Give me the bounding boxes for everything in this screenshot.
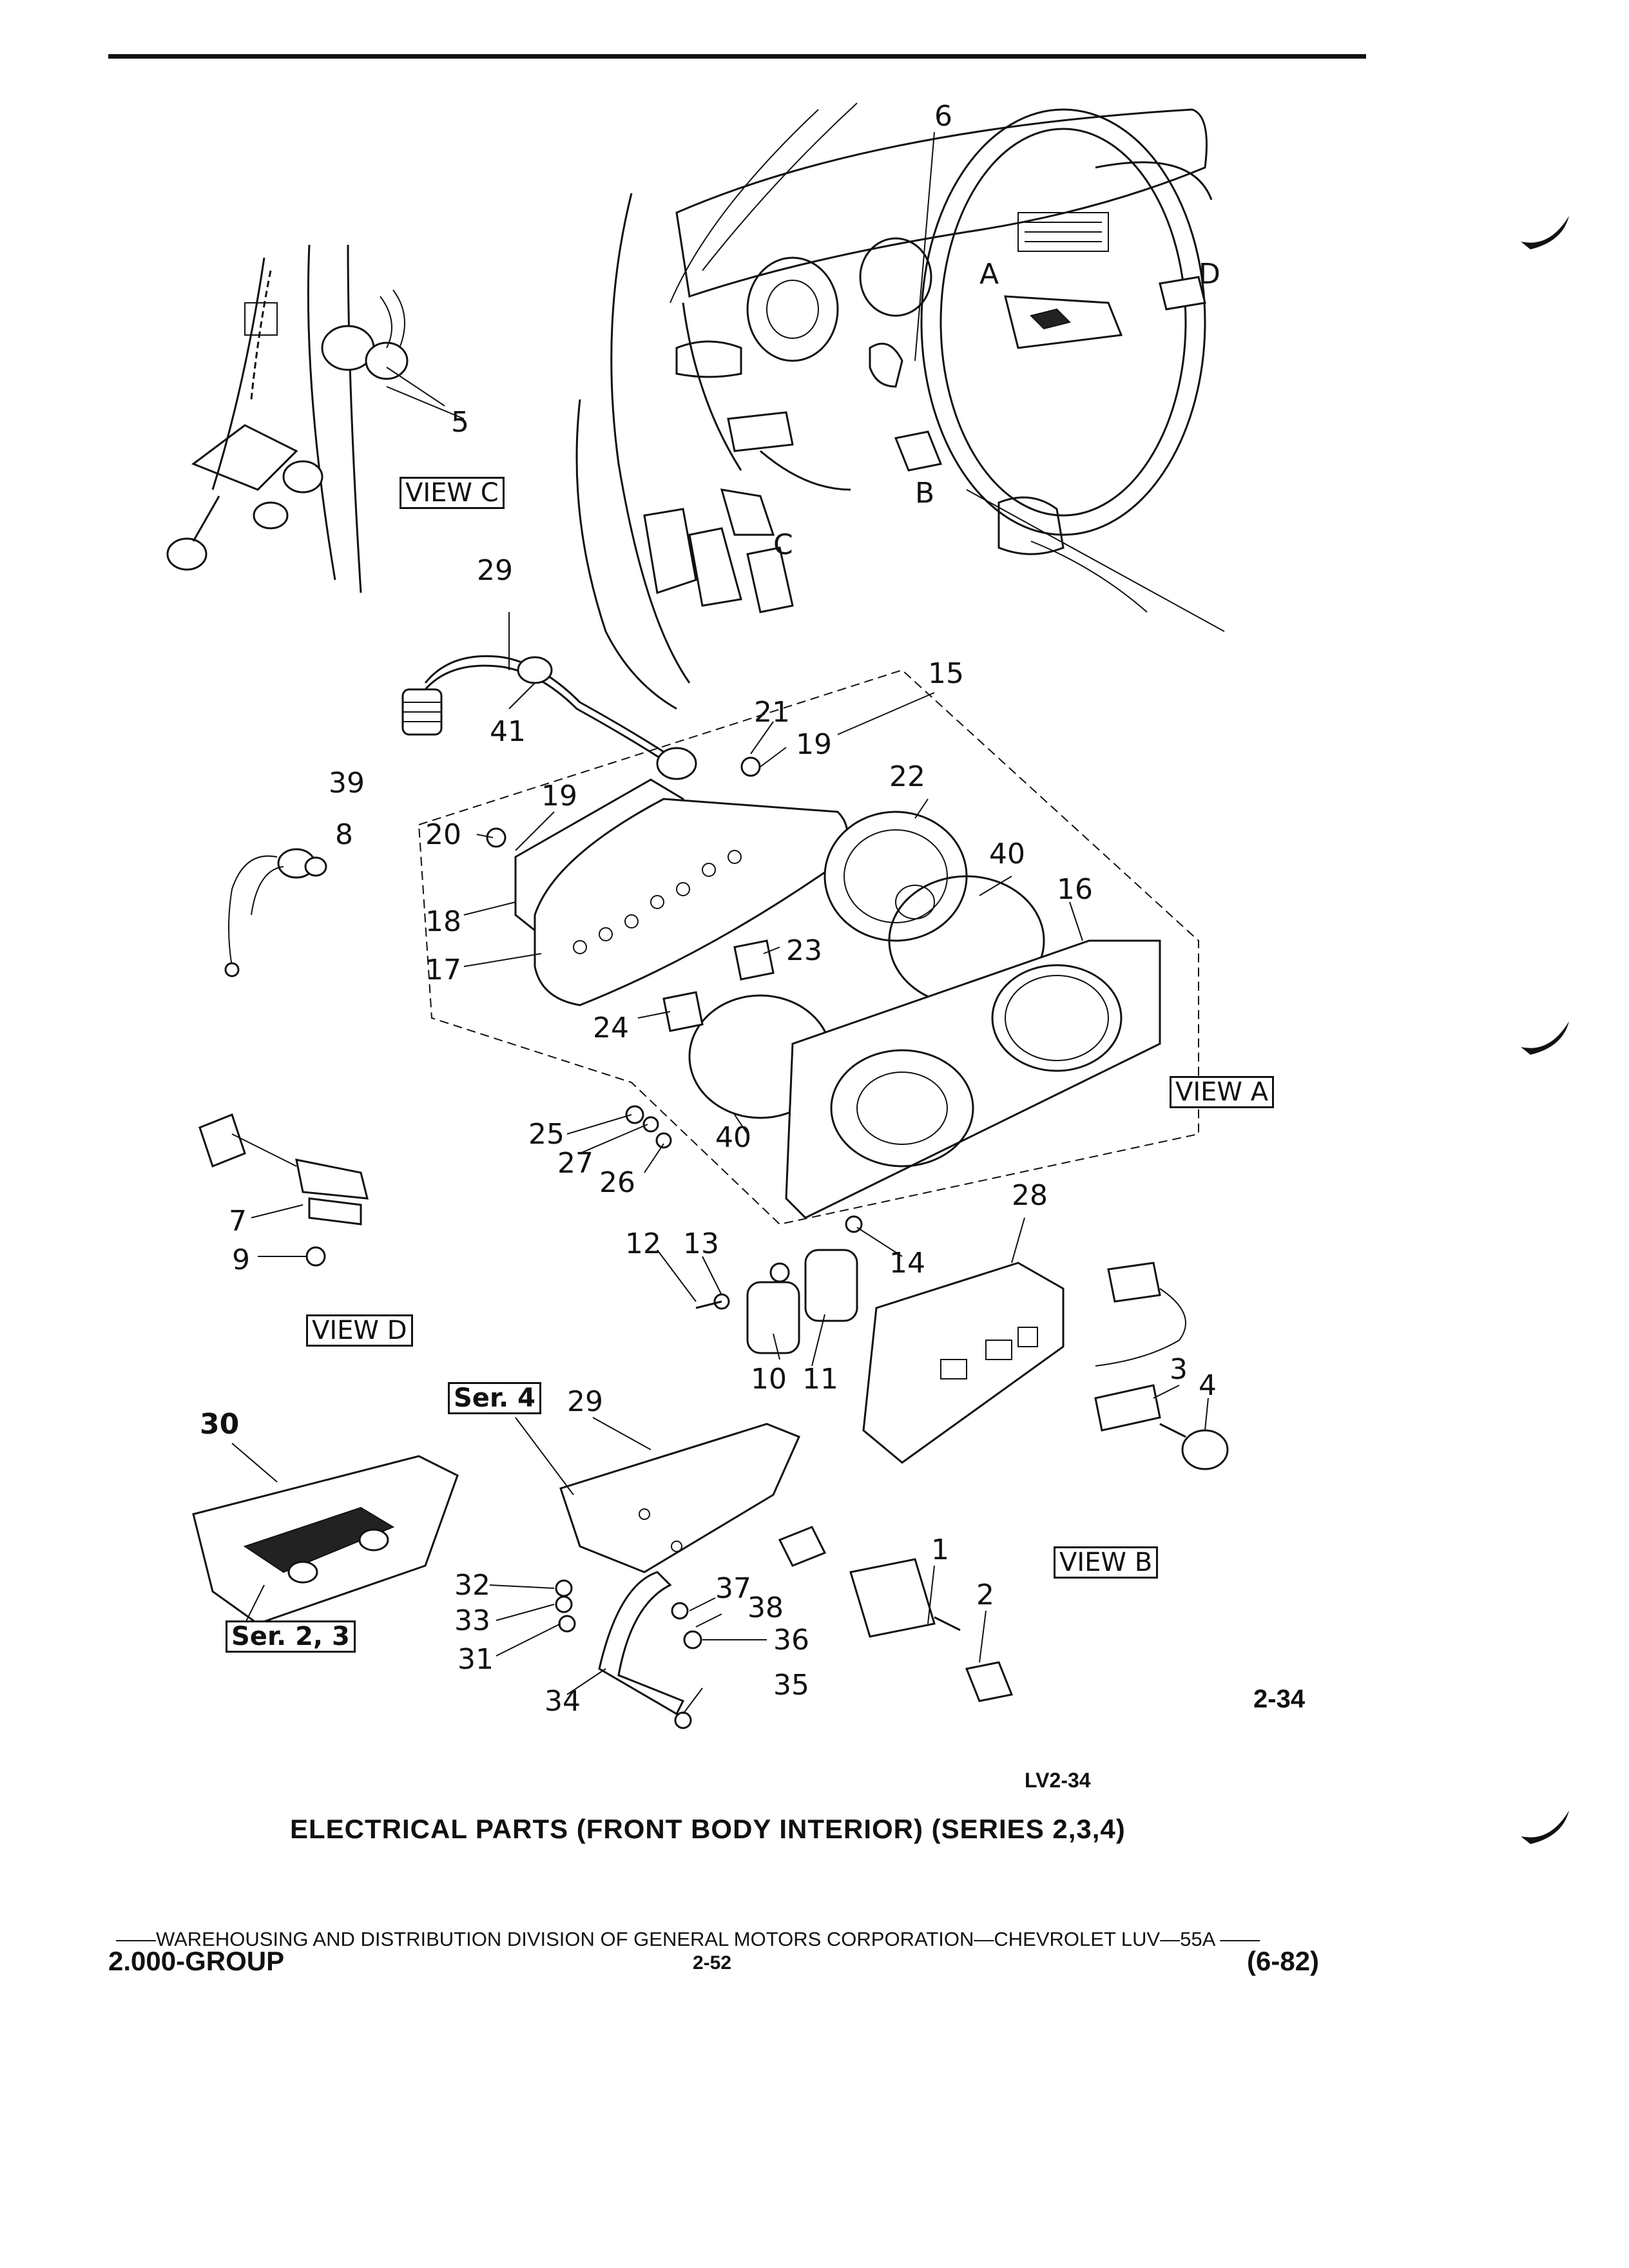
bracket-34-illustration (555, 1571, 702, 1729)
switch-1-2-illustration (778, 1526, 1014, 1702)
callout-20: 20 (425, 818, 461, 851)
callout-37: 37 (715, 1572, 751, 1605)
footer-date: (6-82) (1247, 1946, 1320, 1976)
callout-11: 11 (802, 1363, 838, 1396)
top-rule (108, 54, 1366, 59)
binder-mark-bottom (1521, 1811, 1569, 1844)
callout-2: 2 (976, 1579, 994, 1611)
callout-21: 21 (754, 696, 790, 729)
switch-panel-29-illustration (862, 1262, 1065, 1464)
callout-10: 10 (751, 1363, 787, 1396)
callout-15: 15 (928, 657, 964, 690)
binder-mark-middle (1521, 1021, 1569, 1055)
callout-30b: 30 (200, 1408, 239, 1441)
callout-27: 27 (557, 1147, 593, 1180)
callout-32: 32 (454, 1569, 490, 1602)
callout-22: 22 (889, 760, 925, 793)
view-d-illustration (198, 1113, 369, 1267)
callout-B: B (915, 477, 934, 510)
cover-30-ser4-illustration (559, 1423, 801, 1573)
callout-16: 16 (1057, 873, 1093, 906)
leader-lines (231, 131, 1209, 1715)
instrument-cluster-illustration (401, 655, 1199, 1225)
view-c-label: VIEW C (400, 477, 505, 509)
figure-caption: ELECTRICAL PARTS (FRONT BODY INTERIOR) (… (290, 1814, 1126, 1844)
callout-35: 35 (773, 1669, 809, 1702)
callout-29: 28 (1012, 1179, 1048, 1212)
callout-7: 7 (229, 1205, 247, 1238)
ser23-label: Ser. 2, 3 (226, 1620, 356, 1653)
ser4-label: Ser. 4 (448, 1382, 541, 1414)
callout-13: 13 (683, 1227, 719, 1260)
callout-40b: 40 (715, 1121, 751, 1154)
callout-D: D (1199, 258, 1220, 291)
figure-number: 2-34 (1253, 1685, 1306, 1713)
callout-14: 14 (889, 1247, 925, 1280)
view-d-label: VIEW D (306, 1314, 413, 1347)
callout-6: 6 (934, 100, 952, 133)
callout-8: 8 (335, 818, 353, 851)
callout-33: 33 (454, 1604, 490, 1637)
dashboard-illustration (575, 102, 1225, 710)
callout-25: 25 (528, 1118, 564, 1151)
switch-3-4-illustration (1094, 1262, 1229, 1470)
cover-30-ser23-illustration (192, 1455, 459, 1625)
footer-page-number: 2-52 (693, 1952, 732, 1974)
footer-group: 2.000-GROUP (108, 1946, 285, 1976)
callout-34: 34 (545, 1685, 581, 1718)
callout-39: 39 (329, 767, 365, 800)
callout-numbers: 6 A D B C 5 29 41 15 21 19 22 39 8 19 20… (200, 100, 1220, 1718)
callout-31: 31 (458, 1643, 494, 1676)
callout-19a: 19 (796, 728, 832, 761)
callout-A: A (979, 258, 999, 291)
callout-1: 1 (931, 1533, 949, 1566)
callout-19b: 19 (541, 780, 577, 812)
callout-C: C (773, 528, 793, 561)
illustration-code: LV2-34 (1025, 1769, 1091, 1792)
callout-18: 18 (425, 905, 461, 938)
view-b-label: VIEW B (1054, 1546, 1159, 1579)
callout-5: 5 (451, 406, 469, 439)
relay-illustration (695, 1215, 863, 1354)
callout-23: 23 (786, 934, 822, 967)
callout-38: 38 (747, 1591, 784, 1624)
sender-39-illustration (224, 848, 327, 977)
callout-36: 36 (773, 1624, 809, 1657)
callout-40a: 40 (989, 838, 1025, 870)
callout-28: 29 (477, 554, 513, 587)
view-c-illustration (166, 244, 465, 593)
callout-24: 24 (593, 1012, 629, 1044)
view-a-label: VIEW A (1170, 1076, 1275, 1108)
callout-41: 41 (490, 715, 526, 748)
callout-17: 17 (425, 954, 461, 986)
callout-4: 4 (1199, 1369, 1217, 1402)
footer-division-line: ——WAREHOUSING AND DISTRIBUTION DIVISION … (116, 1928, 1260, 1950)
callout-3: 3 (1170, 1353, 1188, 1386)
callout-26: 26 (599, 1166, 635, 1199)
binder-mark-top (1521, 216, 1569, 249)
callout-9: 9 (232, 1244, 250, 1276)
callout-30a: 29 (567, 1385, 603, 1418)
callout-12: 12 (625, 1227, 661, 1260)
